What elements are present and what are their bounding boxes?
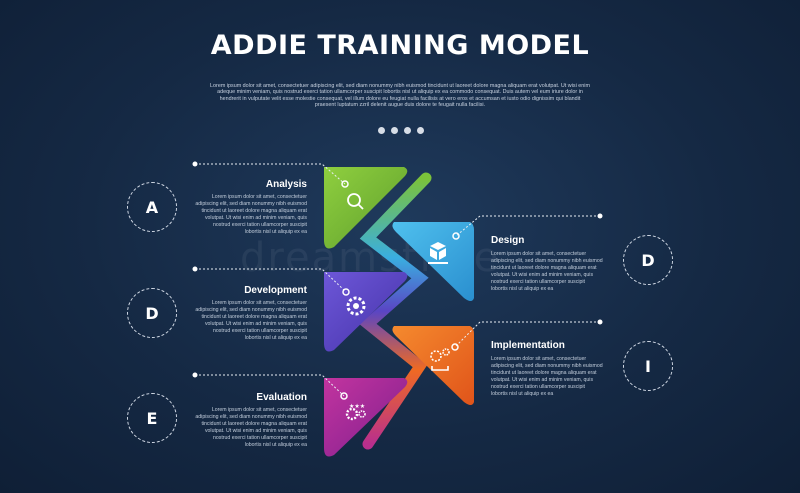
- dot: [417, 127, 424, 134]
- design-shape: [392, 222, 474, 301]
- box-icon: [428, 242, 448, 264]
- letter-label: A: [145, 197, 159, 217]
- leader-dot: [597, 213, 603, 219]
- pagination-dots: [378, 127, 424, 134]
- design-title: Design: [491, 235, 525, 246]
- evaluation-title: Evaluation: [256, 392, 307, 403]
- leader-end-ring: [341, 180, 349, 188]
- dot: [378, 127, 385, 134]
- letter-circle-analysis: A: [127, 182, 177, 232]
- svg-text:★★★: ★★★: [349, 403, 365, 410]
- analysis-description: Lorem ipsum dolor sit amet, consectetuer…: [195, 194, 307, 235]
- letter-circle-evaluation: E: [127, 393, 177, 443]
- development-leader: [195, 268, 347, 293]
- gear-icon: [346, 296, 366, 316]
- leader-dot: [192, 372, 198, 378]
- magnifier-icon: [347, 193, 364, 210]
- leader-end-ring: [340, 392, 348, 400]
- dot: [404, 127, 411, 134]
- letter-label: D: [145, 303, 159, 323]
- implementation-title: Implementation: [491, 340, 565, 351]
- leader-end-ring: [451, 343, 459, 351]
- leader-dot: [192, 266, 198, 272]
- analysis-title: Analysis: [265, 179, 307, 190]
- evaluation-description: Lorem ipsum dolor sit amet, consectetuer…: [195, 407, 307, 448]
- cog-stars-icon: ★★★: [345, 403, 366, 421]
- design-leader: [455, 215, 600, 237]
- implementation-shape: [392, 326, 474, 405]
- development-shape: [324, 272, 408, 352]
- leader-end-ring: [452, 232, 460, 240]
- page-title: ADDIE TRAINING MODEL: [210, 30, 590, 61]
- letter-circle-design: D: [623, 235, 673, 285]
- letter-circle-development: D: [127, 288, 177, 338]
- leader-dot: [192, 161, 198, 167]
- leader-end-ring: [342, 288, 350, 296]
- evaluation-shape: [324, 378, 408, 457]
- implementation-leader: [454, 321, 600, 348]
- gears-icon: [430, 348, 450, 371]
- letter-label: D: [641, 250, 655, 270]
- letter-label: E: [146, 408, 158, 428]
- implementation-description: Lorem ipsum dolor sit amet, consectetuer…: [491, 356, 603, 397]
- development-description: Lorem ipsum dolor sit amet, consectetuer…: [195, 300, 307, 341]
- design-description: Lorem ipsum dolor sit amet, consectetuer…: [491, 251, 603, 292]
- development-title: Development: [244, 285, 307, 296]
- dot: [391, 127, 398, 134]
- zigzag-ribbon: [359, 172, 432, 450]
- letter-circle-implementation: I: [623, 341, 673, 391]
- letter-label: I: [645, 356, 651, 376]
- page-subtitle: Lorem ipsum dolor sit amet, consectetuer…: [210, 83, 590, 109]
- leader-dot: [597, 319, 603, 325]
